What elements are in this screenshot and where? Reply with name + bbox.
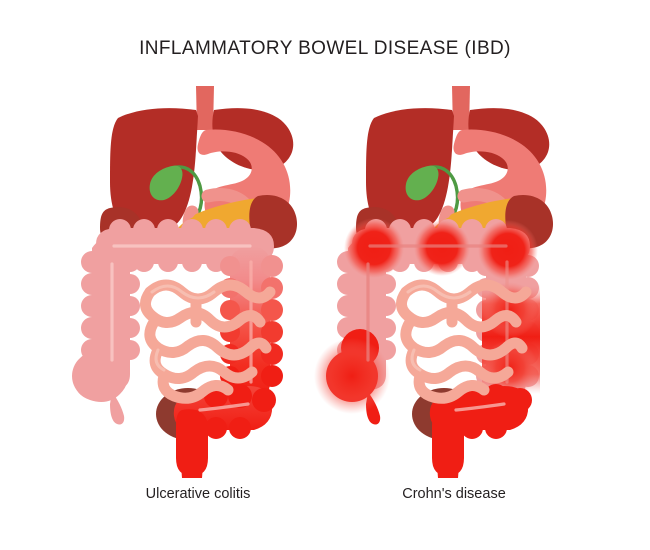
gallbladder — [149, 165, 183, 201]
panel-crohns-disease — [314, 86, 554, 478]
page-title: INFLAMMATORY BOWEL DISEASE (IBD) — [139, 38, 511, 59]
anal-canal — [180, 452, 204, 478]
small-intestine-highlight — [406, 284, 472, 372]
cecum-pouch — [72, 352, 120, 400]
anal-canal — [436, 452, 460, 478]
skip-lesion-splenic-flexure — [478, 220, 538, 280]
liver — [110, 108, 198, 236]
appendix — [110, 392, 125, 425]
skip-lesion-transverse-mid — [414, 220, 470, 276]
caption-ulcerative-colitis: Ulcerative colitis — [145, 486, 251, 502]
small-intestine-highlight — [150, 284, 216, 372]
esophagus — [452, 86, 470, 130]
panel-ulcerative-colitis — [72, 86, 298, 478]
colon-lumen-highlight-sigmoid — [454, 402, 506, 412]
haustra-transverse — [109, 219, 251, 272]
small-intestine — [396, 279, 532, 404]
esophagus — [196, 86, 214, 130]
liver — [366, 108, 454, 236]
skip-lesion-hepatic-flexure — [344, 218, 404, 278]
gallbladder — [405, 165, 439, 201]
colon-lumen-highlight-sigmoid — [198, 402, 250, 412]
cecum-lesion-halo — [314, 338, 390, 414]
caption-crohns-disease: Crohn's disease — [402, 486, 506, 502]
